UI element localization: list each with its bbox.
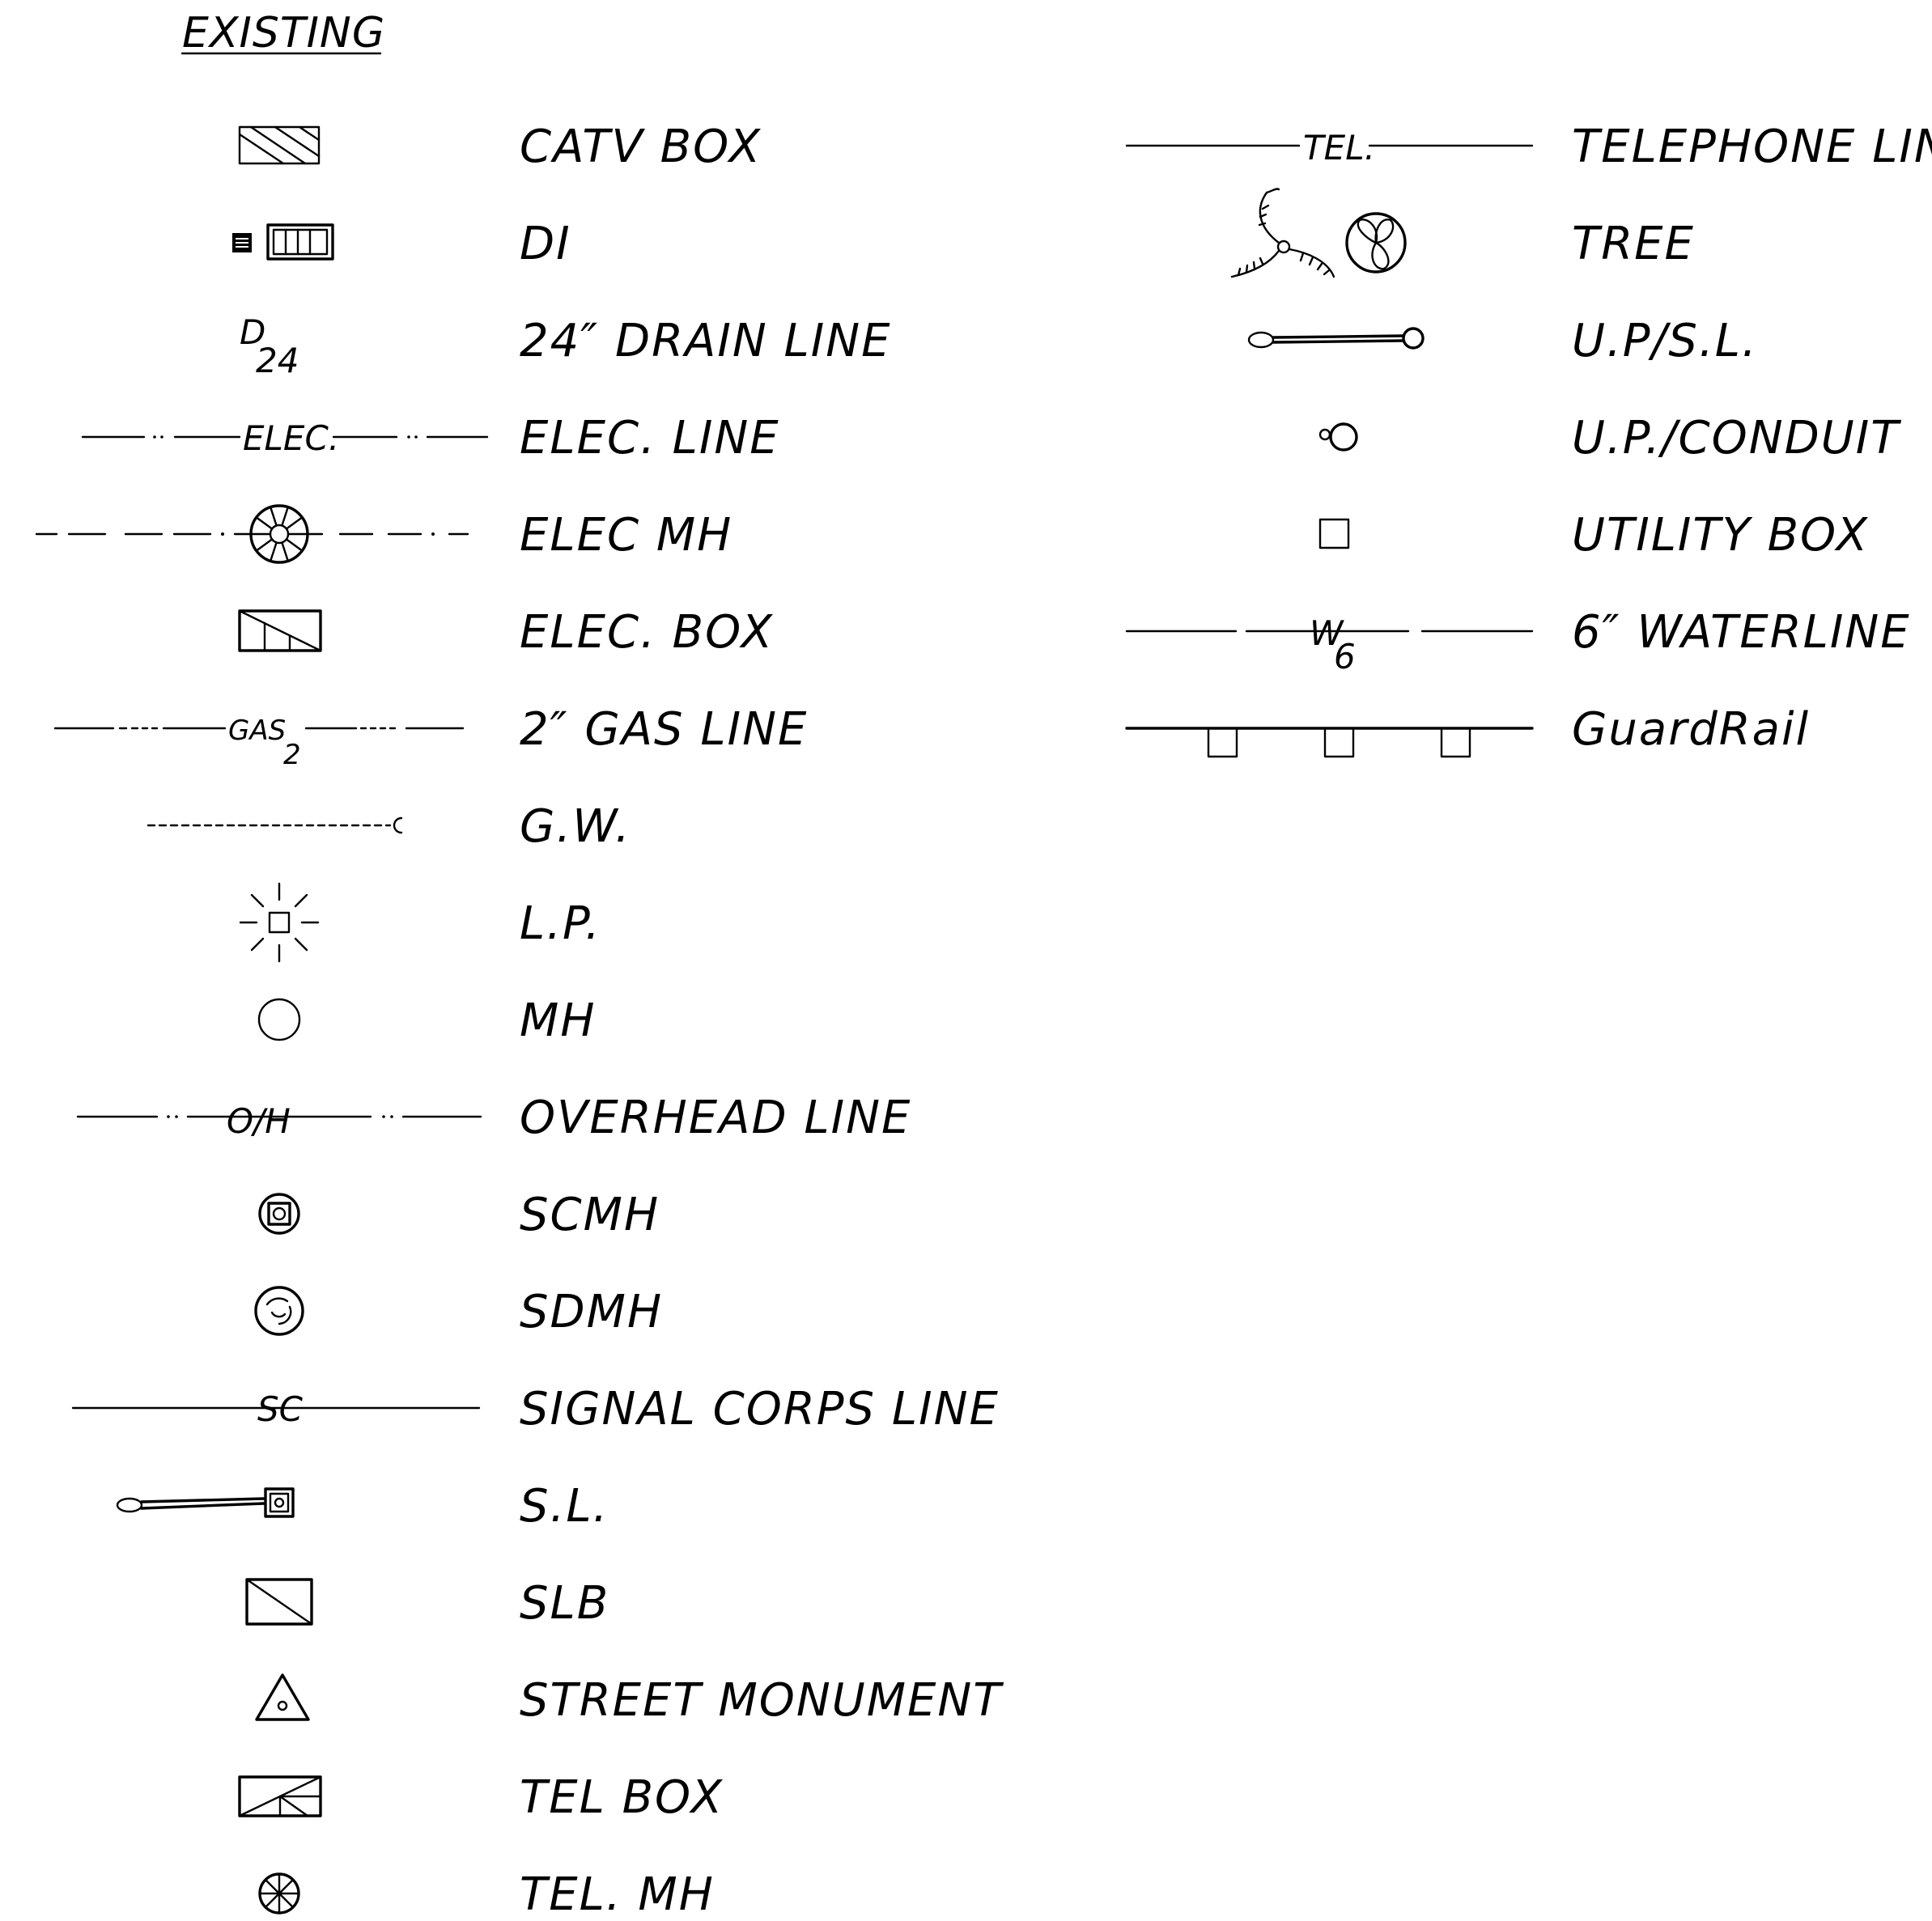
tel-manhole-icon bbox=[258, 1872, 300, 1915]
drain-line-icon: D 24 bbox=[240, 312, 299, 380]
label-slb: SLB bbox=[520, 1577, 609, 1630]
gas-line-icon: GAS 2 bbox=[53, 715, 465, 771]
label-drain-line: 24″ DRAIN LINE bbox=[520, 315, 892, 367]
street-monument-icon bbox=[255, 1673, 310, 1721]
label-up-conduit: U.P./CONDUIT bbox=[1572, 412, 1901, 464]
drain-symbol-letter: D bbox=[240, 312, 265, 352]
label-telephone-line: TELEPHONE LINE bbox=[1572, 121, 1932, 173]
legend-heading: EXISTING bbox=[182, 9, 385, 57]
label-lp: L.P. bbox=[520, 897, 601, 950]
slb-icon bbox=[245, 1578, 313, 1626]
scmh-icon bbox=[258, 1193, 300, 1235]
label-sdmh: SDMH bbox=[520, 1286, 663, 1338]
label-guardrail: GuardRail bbox=[1572, 703, 1810, 756]
signal-corps-line-icon: SC bbox=[71, 1389, 481, 1429]
catv-box-icon bbox=[238, 125, 321, 165]
waterline-letter: W bbox=[1310, 613, 1344, 653]
label-gw: G.W. bbox=[520, 800, 631, 853]
telephone-line-text: TEL. bbox=[1303, 128, 1375, 168]
label-scmh: SCMH bbox=[520, 1189, 660, 1241]
elec-box-icon bbox=[238, 609, 322, 652]
sdmh-icon bbox=[254, 1286, 304, 1336]
elec-line-icon: ELEC. bbox=[81, 418, 489, 458]
label-up-sl: U.P/S.L. bbox=[1572, 315, 1758, 367]
label-utility-box: UTILITY BOX bbox=[1572, 509, 1869, 562]
label-elec-box: ELEC. BOX bbox=[520, 606, 774, 659]
utility-pole-conduit-icon bbox=[1318, 422, 1358, 452]
guardrail-icon bbox=[1125, 727, 1534, 758]
label-di: DI bbox=[520, 218, 571, 270]
guy-wire-icon bbox=[146, 816, 403, 834]
label-street-monument: STREET MONUMENT bbox=[520, 1674, 1004, 1727]
label-signal-corps-line: SIGNAL CORPS LINE bbox=[520, 1383, 1000, 1435]
elec-manhole-icon bbox=[35, 504, 469, 564]
waterline-icon: W 6 bbox=[1125, 613, 1534, 676]
label-gas-line: 2″ GAS LINE bbox=[520, 703, 808, 756]
label-tel-box: TEL BOX bbox=[520, 1771, 724, 1824]
light-pole-icon bbox=[239, 882, 320, 963]
tree-icon bbox=[1230, 188, 1407, 278]
utility-pole-street-light-icon bbox=[1247, 327, 1425, 350]
utility-box-icon bbox=[1318, 518, 1350, 549]
label-tel-mh: TEL. MH bbox=[520, 1868, 715, 1921]
label-elec-line: ELEC. LINE bbox=[520, 412, 780, 464]
elec-line-text: ELEC. bbox=[243, 418, 339, 458]
drop-inlet-icon bbox=[232, 223, 334, 261]
waterline-size: 6 bbox=[1334, 637, 1356, 676]
manhole-icon bbox=[257, 998, 301, 1041]
label-waterline: 6″ WATERLINE bbox=[1572, 606, 1911, 659]
label-overhead-line: OVERHEAD LINE bbox=[520, 1092, 911, 1144]
tel-box-icon bbox=[238, 1775, 322, 1817]
label-elec-mh: ELEC MH bbox=[520, 509, 732, 562]
signal-corps-text: SC bbox=[257, 1389, 304, 1429]
telephone-line-icon: TEL. bbox=[1125, 128, 1534, 168]
left-labels: CATV BOX DI 24″ DRAIN LINE ELEC. LINE EL… bbox=[520, 121, 1004, 1921]
label-mh: MH bbox=[520, 994, 596, 1047]
street-light-icon bbox=[116, 1487, 295, 1518]
drain-symbol-size: 24 bbox=[256, 341, 299, 380]
label-sl: S.L. bbox=[520, 1480, 609, 1533]
gas-line-size: 2 bbox=[283, 739, 301, 771]
label-catv-box: CATV BOX bbox=[520, 121, 762, 173]
label-tree: TREE bbox=[1572, 218, 1695, 270]
gas-line-text: GAS bbox=[228, 715, 286, 747]
overhead-line-text: O/H bbox=[227, 1101, 291, 1141]
overhead-line-icon: O/H bbox=[76, 1101, 482, 1141]
right-labels: TELEPHONE LINE TREE U.P/S.L. U.P./CONDUI… bbox=[1572, 121, 1932, 756]
